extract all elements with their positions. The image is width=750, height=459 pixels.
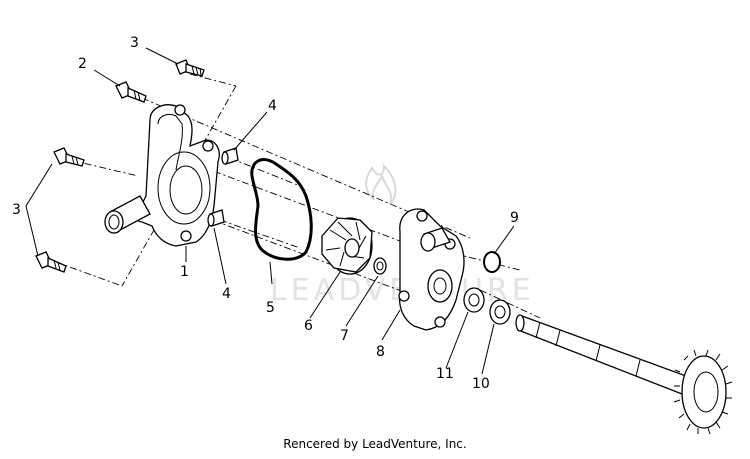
callout-7: 7 <box>340 328 349 344</box>
impeller-part-6 <box>321 217 373 275</box>
bearing-part-10 <box>489 299 511 325</box>
pump-cover-part-1 <box>104 104 220 247</box>
gasket-part-5 <box>250 158 313 261</box>
callout-3-left: 3 <box>12 202 21 218</box>
rendered-by-credit: Rencered by LeadVenture, Inc. <box>283 437 467 451</box>
callout-11: 11 <box>436 366 454 382</box>
callout-8: 8 <box>376 344 385 360</box>
callout-labels: 3 2 3 4 1 4 5 6 7 8 9 11 10 <box>12 35 519 392</box>
bolt-part-3-top <box>175 59 205 77</box>
o-ring-part-9 <box>483 251 501 273</box>
dowel-pin-part-4-lower <box>207 209 225 227</box>
callout-leader-lines <box>25 47 515 375</box>
callout-2: 2 <box>78 56 87 72</box>
seal-part-11 <box>463 287 485 313</box>
callout-4-lower: 4 <box>222 286 231 302</box>
callout-5: 5 <box>266 300 275 316</box>
callout-10: 10 <box>472 376 490 392</box>
callout-9: 9 <box>510 210 519 226</box>
pump-body-part-8 <box>398 208 465 331</box>
callout-4-upper: 4 <box>268 98 277 114</box>
dowel-pin-part-4-upper <box>221 147 239 165</box>
bolt-part-2 <box>115 81 147 103</box>
washer-part-7 <box>373 257 387 275</box>
callout-6: 6 <box>304 318 313 334</box>
callout-3-top: 3 <box>130 35 139 51</box>
bolt-part-3-left-upper <box>53 147 85 167</box>
bolt-part-3-left-lower <box>35 251 67 273</box>
callout-1: 1 <box>180 264 189 280</box>
pump-shaft-with-gear <box>515 314 733 435</box>
